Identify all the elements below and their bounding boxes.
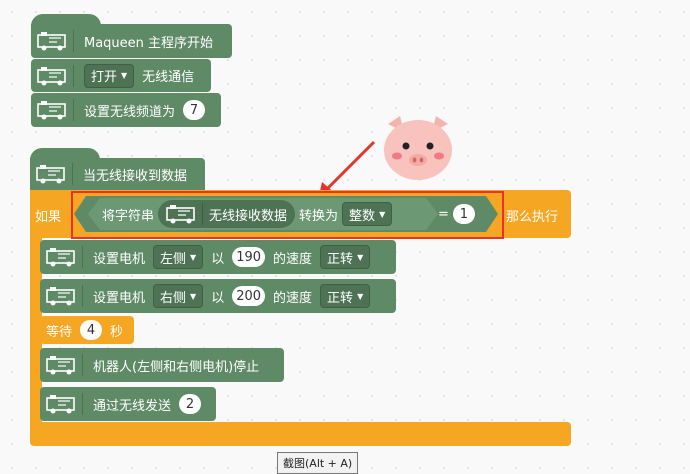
- receive-hat-label: 当无线接收到数据: [83, 168, 188, 184]
- icon-separator: [73, 99, 74, 121]
- speed-label: 的速度: [273, 290, 313, 306]
- motor-side-value: 左侧: [160, 251, 187, 267]
- if-block-bottom: [30, 422, 571, 446]
- wait-seconds-input[interactable]: 4: [80, 320, 103, 340]
- stop-motors-block[interactable]: 机器人(左侧和右侧电机)停止: [40, 348, 284, 382]
- number-type-value: 整数: [349, 208, 376, 224]
- radio-data-label: 无线接收数据: [209, 208, 288, 224]
- robot-car-icon: [44, 285, 78, 307]
- screenshot-tooltip: 截图(Alt + A): [277, 452, 359, 474]
- icon-separator: [73, 30, 74, 52]
- robot-car-icon: [34, 163, 68, 185]
- equals-condition[interactable]: 将字符串 无线接收数据 转换为 整数▼ = 1: [74, 196, 498, 232]
- robot-car-icon: [44, 393, 78, 415]
- start-label: Maqueen 主程序开始: [84, 35, 214, 51]
- icon-separator: [82, 393, 83, 415]
- motor-side-dropdown[interactable]: 左侧▼: [153, 245, 204, 269]
- robot-car-icon: [35, 99, 69, 121]
- set-motor-label: 设置电机: [93, 251, 146, 267]
- equals-sign: =: [438, 206, 449, 222]
- radio-send-block[interactable]: 通过无线发送 2: [40, 387, 216, 421]
- start-block[interactable]: Maqueen 主程序开始: [31, 24, 232, 58]
- radio-channel-input[interactable]: 7: [183, 100, 206, 120]
- radio-state-value: 打开: [91, 70, 118, 85]
- chevron-down-icon: ▼: [357, 291, 364, 301]
- wait-label: 等待: [46, 324, 73, 340]
- motor-direction-value: 正转: [327, 290, 354, 306]
- motor-direction-dropdown[interactable]: 正转▼: [320, 245, 371, 269]
- string-to-number-reporter[interactable]: 将字符串 无线接收数据 转换为 整数▼: [88, 198, 438, 230]
- speed-label: 的速度: [273, 251, 313, 267]
- seconds-unit: 秒: [110, 324, 124, 340]
- chevron-down-icon: ▼: [379, 209, 386, 219]
- motor-speed-input[interactable]: 190: [232, 247, 266, 267]
- if-label: 如果: [35, 210, 62, 225]
- if-block-spine: [30, 236, 42, 424]
- robot-car-icon: [44, 246, 78, 268]
- motor-right-block[interactable]: 设置电机 右侧▼ 以 200 的速度 正转▼: [40, 279, 396, 313]
- by-label: 以: [211, 290, 225, 306]
- number-type-dropdown[interactable]: 整数▼: [342, 202, 392, 226]
- radio-toggle-block[interactable]: 打开▼ 无线通信: [31, 59, 211, 92]
- stop-motors-label: 机器人(左侧和右侧电机)停止: [93, 359, 260, 375]
- chevron-down-icon: ▼: [121, 71, 128, 80]
- radio-state-dropdown[interactable]: 打开▼: [84, 63, 135, 88]
- motor-speed-input[interactable]: 200: [232, 286, 266, 306]
- radio-channel-block[interactable]: 设置无线频道为 7: [31, 93, 221, 127]
- icon-separator: [72, 163, 73, 185]
- chevron-down-icon: ▼: [357, 252, 364, 262]
- icon-separator: [73, 64, 74, 87]
- radio-channel-label: 设置无线频道为: [84, 104, 176, 120]
- robot-car-icon: [44, 354, 78, 376]
- radio-send-label: 通过无线发送: [93, 398, 172, 414]
- highlight-box: [71, 191, 504, 239]
- radio-send-value-input[interactable]: 2: [179, 394, 202, 414]
- motor-direction-value: 正转: [327, 251, 354, 267]
- robot-car-icon: [35, 30, 69, 52]
- icon-separator: [82, 246, 83, 268]
- set-motor-label: 设置电机: [93, 290, 146, 306]
- motor-left-block[interactable]: 设置电机 左侧▼ 以 190 的速度 正转▼: [40, 240, 396, 274]
- motor-side-dropdown[interactable]: 右侧▼: [153, 284, 204, 308]
- motor-side-value: 右侧: [160, 290, 187, 306]
- then-label: 那么执行: [506, 210, 559, 225]
- chevron-down-icon: ▼: [190, 252, 197, 262]
- by-label: 以: [211, 251, 225, 267]
- icon-separator: [82, 354, 83, 376]
- wait-block[interactable]: 等待 4 秒: [40, 316, 134, 344]
- compare-value-input[interactable]: 1: [453, 204, 475, 224]
- receive-hat-block[interactable]: 当无线接收到数据: [30, 158, 205, 190]
- robot-car-icon: [164, 203, 198, 225]
- convert-label: 将字符串: [102, 208, 155, 224]
- radio-toggle-label: 无线通信: [142, 70, 195, 85]
- robot-car-icon: [35, 65, 69, 87]
- pig-mascot-icon: [380, 112, 456, 182]
- convert-to-label: 转换为: [299, 208, 339, 224]
- icon-separator: [82, 285, 83, 307]
- icon-separator: [202, 203, 203, 225]
- chevron-down-icon: ▼: [190, 291, 197, 301]
- radio-data-reporter[interactable]: 无线接收数据: [158, 200, 295, 228]
- motor-direction-dropdown[interactable]: 正转▼: [320, 284, 371, 308]
